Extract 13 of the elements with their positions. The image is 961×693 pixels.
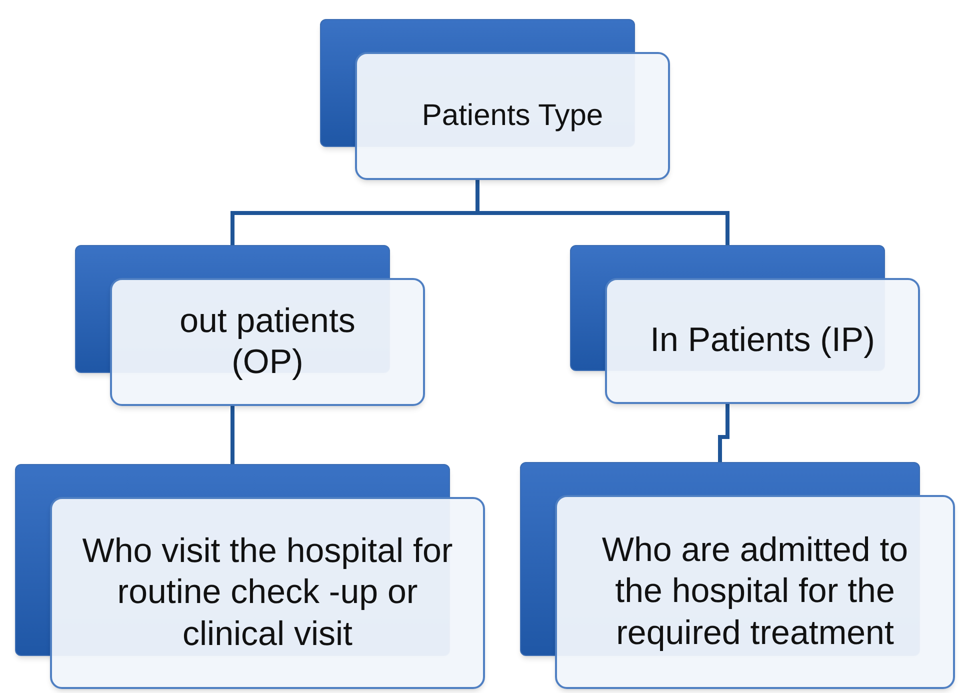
stacked-card [15,464,485,689]
connector-line [230,406,234,464]
card-text: Who are admitted to the hospital for the required treatment [600,530,910,654]
card-text: In Patients (IP) [650,320,875,362]
connector-line [476,180,730,245]
stacked-card [320,19,670,180]
stacked-card [75,245,425,406]
card-text: Who visit the hospital for routine check -up or clinical visit [81,530,454,655]
stacked-card [570,245,920,404]
connector-line [718,404,730,462]
card-text: out patients (OP) [178,300,356,383]
card-text: Patients Type [422,98,604,134]
stacked-card [520,462,955,689]
